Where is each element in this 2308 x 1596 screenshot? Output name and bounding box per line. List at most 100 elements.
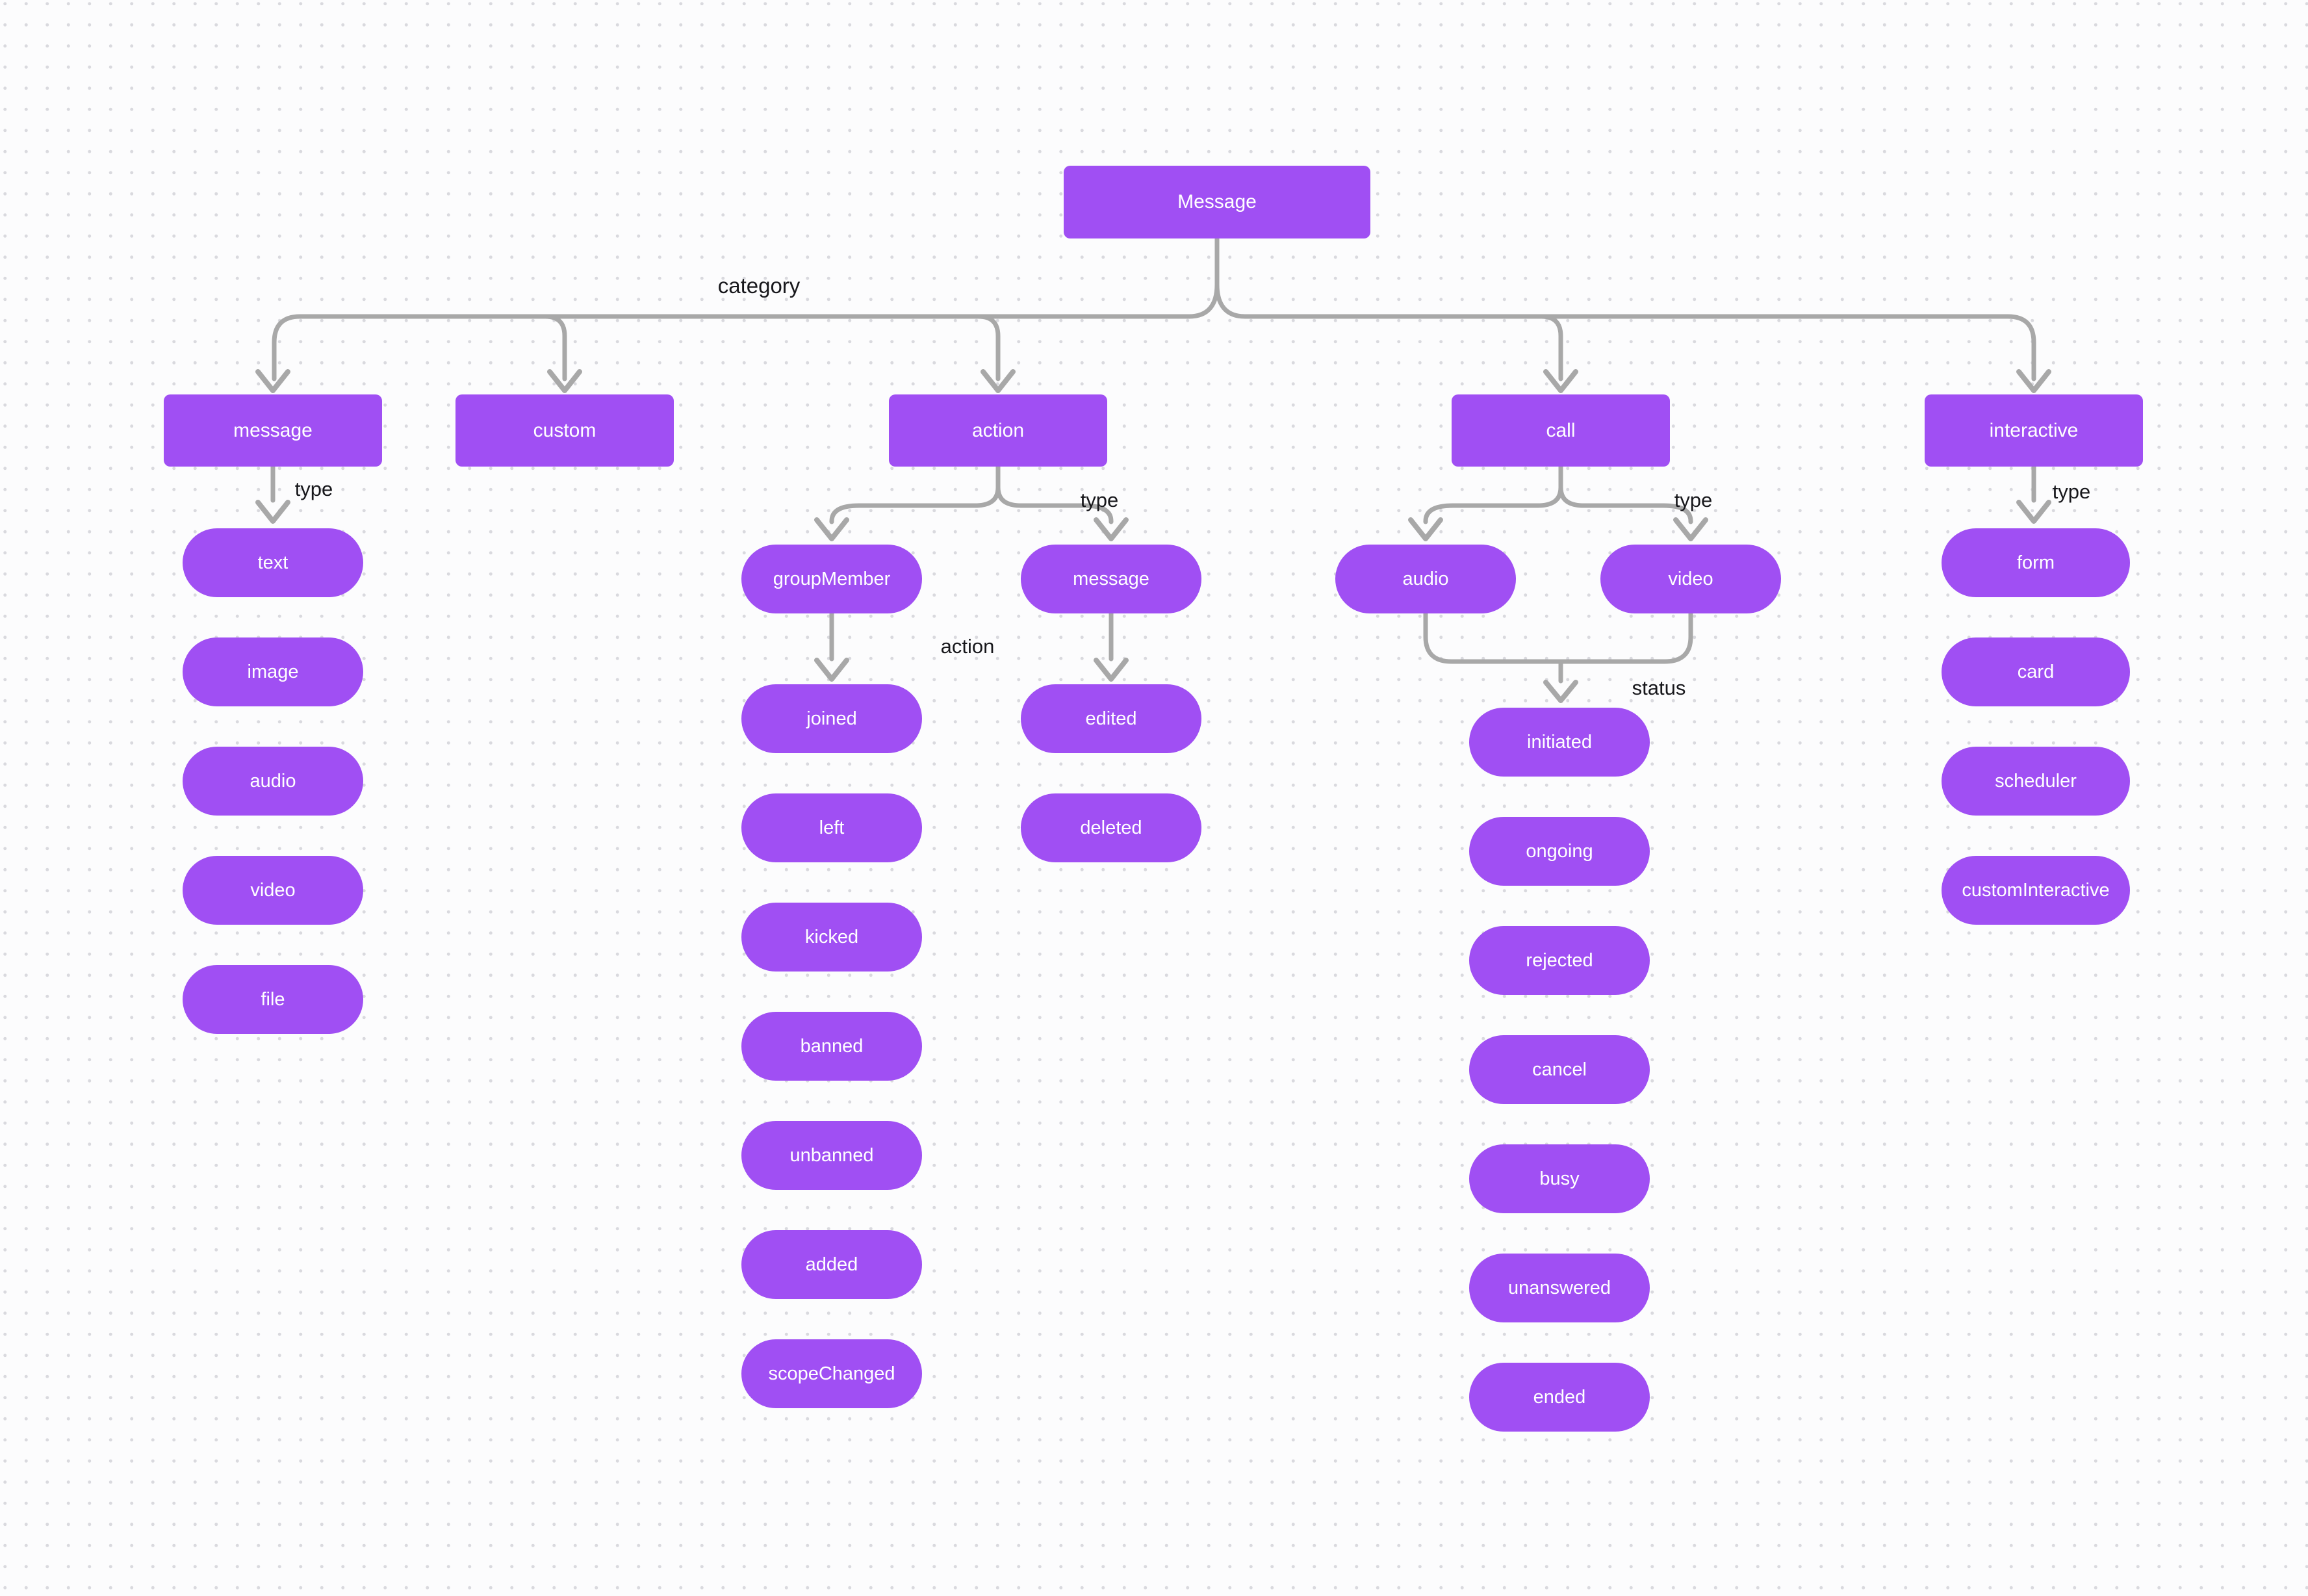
node-type-image[interactable]: image <box>183 637 363 706</box>
node-label: file <box>261 988 285 1010</box>
arrowhead-interactive <box>2016 369 2051 393</box>
edge-merge-audio <box>1423 611 1563 664</box>
node-label: ongoing <box>1526 840 1593 862</box>
arrowhead-groupmember <box>814 517 849 541</box>
arrowhead-message <box>255 369 290 393</box>
node-cat-message[interactable]: message <box>164 394 382 467</box>
node-int-custominteractive[interactable]: customInteractive <box>1942 856 2130 925</box>
node-label: message <box>1073 568 1149 589</box>
edge-drop-custom <box>543 314 567 381</box>
node-action-edited[interactable]: edited <box>1021 684 1201 753</box>
node-cat-interactive[interactable]: interactive <box>1925 394 2143 467</box>
node-int-card[interactable]: card <box>1942 637 2130 706</box>
node-label: custom <box>533 419 596 441</box>
node-action-left[interactable]: left <box>741 793 922 862</box>
node-label: image <box>247 661 299 682</box>
node-label: unanswered <box>1508 1277 1611 1298</box>
arrowhead-call <box>1543 369 1578 393</box>
arrowhead-text <box>255 500 290 524</box>
node-int-form[interactable]: form <box>1942 528 2130 597</box>
node-label: form <box>2017 552 2055 573</box>
arrowhead-action <box>981 369 1016 393</box>
node-status-ongoing[interactable]: ongoing <box>1469 817 1650 886</box>
arrowhead-form <box>2016 500 2051 524</box>
node-action-joined[interactable]: joined <box>741 684 922 753</box>
node-call-video[interactable]: video <box>1600 545 1781 613</box>
node-label: cancel <box>1532 1059 1587 1080</box>
node-label: Message <box>1177 191 1257 212</box>
node-label: call <box>1546 419 1576 441</box>
node-label: initiated <box>1527 731 1592 753</box>
arrowhead-call-video <box>1673 517 1708 541</box>
node-label: banned <box>800 1035 864 1057</box>
node-call-audio[interactable]: audio <box>1335 545 1516 613</box>
node-cat-action[interactable]: action <box>889 394 1107 467</box>
node-int-scheduler[interactable]: scheduler <box>1942 747 2130 816</box>
node-label: interactive <box>1989 419 2079 441</box>
node-label: scheduler <box>1995 770 2077 792</box>
node-label: card <box>2017 661 2055 682</box>
node-action-added[interactable]: added <box>741 1230 922 1299</box>
node-status-cancel[interactable]: cancel <box>1469 1035 1650 1104</box>
node-label: audio <box>1402 568 1449 589</box>
node-action-message[interactable]: message <box>1021 545 1201 613</box>
edge-label-type-call: type <box>1674 489 1713 511</box>
node-type-audio[interactable]: audio <box>183 747 363 816</box>
node-label: customInteractive <box>1962 879 2110 901</box>
edge-merge-video <box>1558 611 1693 664</box>
arrowhead-custom <box>547 369 582 393</box>
node-status-initiated[interactable]: initiated <box>1469 708 1650 777</box>
edge-label-status: status <box>1632 676 1686 699</box>
arrowhead-call-audio <box>1408 517 1443 541</box>
edge-label-type-action: type <box>1080 489 1119 511</box>
edge-label-category: category <box>717 274 801 298</box>
arrowhead-edited <box>1094 658 1129 682</box>
node-cat-call[interactable]: call <box>1452 394 1670 467</box>
node-action-deleted[interactable]: deleted <box>1021 793 1201 862</box>
node-label: groupMember <box>773 568 891 589</box>
node-label: joined <box>806 708 857 729</box>
node-type-video[interactable]: video <box>183 856 363 925</box>
node-label: edited <box>1085 708 1137 729</box>
node-label: rejected <box>1526 949 1593 971</box>
node-action-banned[interactable]: banned <box>741 1012 922 1081</box>
node-label: action <box>971 419 1025 441</box>
node-label: video <box>1668 568 1713 589</box>
node-status-busy[interactable]: busy <box>1469 1144 1650 1213</box>
edge-label-action: action <box>940 635 995 658</box>
edge-trunk-right <box>1214 282 2036 381</box>
node-label: scopeChanged <box>768 1363 895 1384</box>
edge-label-type-message: type <box>294 478 333 500</box>
edge-drop-action <box>976 314 1001 381</box>
edge-label-type-interactive: type <box>2052 480 2091 503</box>
arrowhead-joined <box>814 658 849 682</box>
node-label: unbanned <box>789 1144 874 1166</box>
node-group-member[interactable]: groupMember <box>741 545 922 613</box>
node-label: busy <box>1539 1168 1580 1189</box>
node-label: deleted <box>1080 817 1142 838</box>
node-status-ended[interactable]: ended <box>1469 1363 1650 1432</box>
node-status-unanswered[interactable]: unanswered <box>1469 1254 1650 1322</box>
node-status-rejected[interactable]: rejected <box>1469 926 1650 995</box>
edge-call-split-right <box>1558 464 1693 524</box>
arrowhead-action-message <box>1094 517 1129 541</box>
node-label: audio <box>250 770 296 792</box>
node-label: left <box>819 817 845 838</box>
edge-call-split-left <box>1423 464 1563 524</box>
node-label: added <box>805 1254 858 1275</box>
node-label: video <box>250 879 296 901</box>
node-label: text <box>257 552 288 573</box>
node-label: kicked <box>804 926 859 947</box>
node-type-text[interactable]: text <box>183 528 363 597</box>
node-type-file[interactable]: file <box>183 965 363 1034</box>
edge-trunk-left <box>272 282 1220 381</box>
node-message-root[interactable]: Message <box>1064 166 1370 238</box>
edge-action-split-left <box>829 464 1001 524</box>
arrowhead-initiated <box>1543 680 1578 703</box>
node-action-unbanned[interactable]: unbanned <box>741 1121 922 1190</box>
node-action-kicked[interactable]: kicked <box>741 903 922 972</box>
node-action-scopechanged[interactable]: scopeChanged <box>741 1339 922 1408</box>
node-label: ended <box>1533 1386 1586 1408</box>
node-cat-custom[interactable]: custom <box>455 394 674 467</box>
